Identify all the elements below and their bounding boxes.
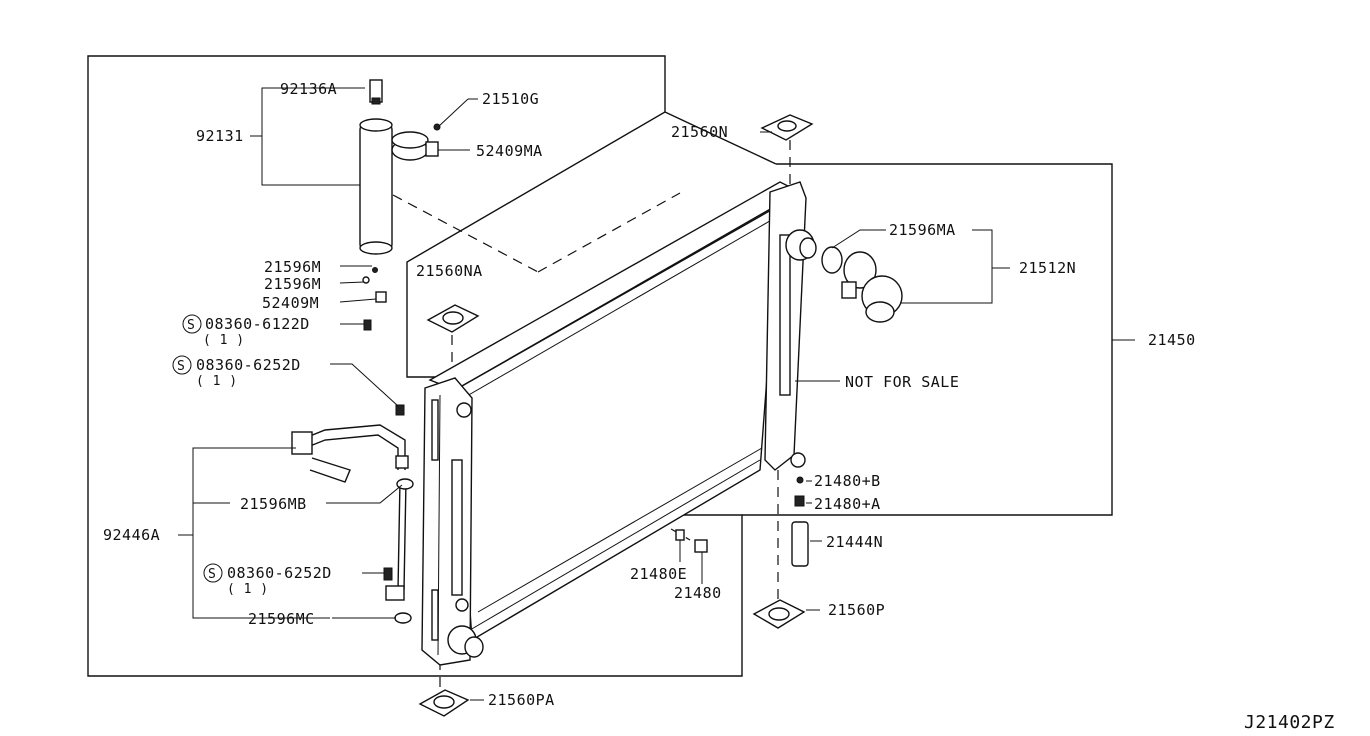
label-not-for-sale: NOT FOR SALE bbox=[845, 373, 959, 391]
label-92131: 92131 bbox=[196, 127, 244, 145]
label-21596M-2: 21596M bbox=[264, 275, 321, 293]
leader-lines bbox=[178, 87, 1135, 701]
label-08360-6122D-qty: ( 1 ) bbox=[203, 333, 245, 348]
label-08360-6252D-a-qty: ( 1 ) bbox=[196, 374, 238, 389]
standard-part-marks: S S S bbox=[172, 314, 223, 583]
label-21596MA: 21596MA bbox=[889, 221, 956, 239]
std-mark-3: S bbox=[208, 567, 216, 582]
label-08360-6252D-b-qty: ( 1 ) bbox=[227, 582, 269, 597]
radiator-core bbox=[421, 181, 817, 666]
receiver-bracket bbox=[391, 123, 441, 161]
receiver-dryer bbox=[359, 79, 393, 255]
drain-tube bbox=[791, 521, 809, 567]
lower-mount-right bbox=[752, 599, 806, 629]
cooler-pipe-assembly bbox=[291, 424, 414, 624]
label-21560PA: 21560PA bbox=[488, 691, 555, 709]
label-21560P: 21560P bbox=[828, 601, 885, 619]
lower-mount-left bbox=[418, 689, 470, 717]
label-21560N: 21560N bbox=[671, 123, 728, 141]
label-21480: 21480 bbox=[674, 584, 722, 602]
upper-mount-right bbox=[760, 114, 814, 141]
label-21480A: 21480+A bbox=[814, 495, 881, 513]
label-08360-6252D-b: 08360-6252D bbox=[227, 564, 332, 582]
label-52409MA: 52409MA bbox=[476, 142, 543, 160]
label-21480B: 21480+B bbox=[814, 472, 881, 490]
label-21512N: 21512N bbox=[1019, 259, 1076, 277]
hose-fitting bbox=[821, 246, 903, 323]
label-21560NA: 21560NA bbox=[416, 262, 483, 280]
label-21480E: 21480E bbox=[630, 565, 687, 583]
label-21444N: 21444N bbox=[826, 533, 883, 551]
label-21510G: 21510G bbox=[482, 90, 539, 108]
label-08360-6122D: 08360-6122D bbox=[205, 315, 310, 333]
label-21450: 21450 bbox=[1148, 331, 1196, 349]
label-92446A: 92446A bbox=[103, 526, 160, 544]
label-21596MC: 21596MC bbox=[248, 610, 315, 628]
std-mark-2: S bbox=[177, 359, 185, 374]
label-21596M-1: 21596M bbox=[264, 258, 321, 276]
diagram-code: J21402PZ bbox=[1244, 712, 1335, 733]
label-52409M: 52409M bbox=[262, 294, 319, 312]
part-labels: 92136A 21510G 92131 52409MA 21560N 21596… bbox=[103, 80, 1335, 733]
upper-mount-left bbox=[426, 304, 480, 333]
assembly-frame-top-diag bbox=[664, 111, 777, 165]
label-21596MB: 21596MB bbox=[240, 495, 307, 513]
bolt-parts bbox=[362, 267, 405, 581]
label-08360-6252D-a: 08360-6252D bbox=[196, 356, 301, 374]
guide-receiver bbox=[392, 194, 539, 273]
label-92136A: 92136A bbox=[280, 80, 337, 98]
std-mark-1: S bbox=[187, 318, 195, 333]
